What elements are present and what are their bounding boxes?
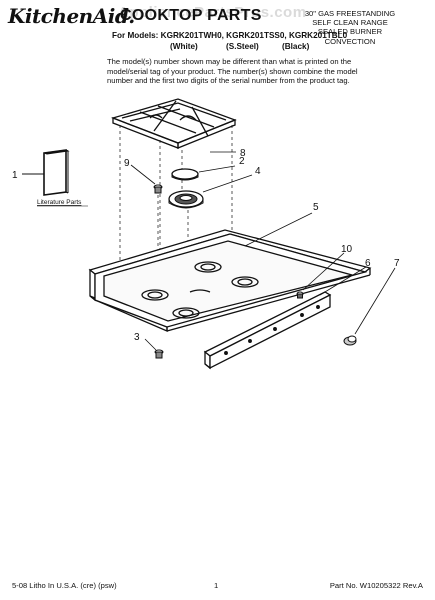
- screw-3[interactable]: [154, 349, 164, 359]
- note-line: number and the first two digits of the s…: [107, 76, 350, 86]
- leader-line: [144, 338, 157, 351]
- note-line: model/serial tag of your product. The nu…: [107, 66, 358, 76]
- footer-page-number: 1: [214, 581, 219, 590]
- description-line: 30" GAS FREESTANDING: [304, 9, 396, 18]
- burner-cap[interactable]: [171, 168, 199, 181]
- leader-line: [354, 267, 396, 335]
- cooktop[interactable]: [88, 229, 372, 332]
- watermark: AppliancePartsPros.com: [118, 4, 307, 21]
- callout-1: 1: [12, 170, 18, 181]
- literature-parts-label: Literature Parts: [37, 199, 82, 206]
- variant-steel: (S.Steel): [226, 42, 259, 51]
- burner-base[interactable]: [168, 190, 204, 209]
- footer-litho: 5-08 Litho In U.S.A. (cre) (psw): [12, 581, 117, 590]
- callout-7: 7: [394, 258, 400, 269]
- leader-line: [319, 266, 367, 296]
- callout-3: 3: [134, 332, 140, 343]
- callout-4: 4: [255, 166, 261, 177]
- screw[interactable]: [153, 184, 163, 194]
- literature-booklet[interactable]: [43, 149, 70, 196]
- leader-line: [130, 164, 156, 185]
- models-line: For Models: KGRK201TWH0, KGRK201TSS0, KG…: [112, 31, 348, 40]
- callout-10: 10: [341, 244, 353, 255]
- description-line: SELF CLEAN RANGE: [312, 18, 388, 28]
- model-note: The model(s) number shown may be differe…: [107, 57, 367, 86]
- control-panel[interactable]: [203, 291, 332, 370]
- callout-6: 6: [365, 258, 371, 269]
- description-line: CONVECTION: [324, 36, 376, 46]
- grate[interactable]: [110, 98, 237, 149]
- page-title: COOKTOP PARTS: [120, 7, 262, 24]
- note-line: The model(s) number shown may be differe…: [107, 57, 352, 66]
- variant-white: (White): [170, 42, 198, 51]
- leader-line: [202, 174, 253, 193]
- leader-line: [244, 212, 313, 247]
- callout-9: 9: [124, 158, 130, 169]
- footer-part-number: Part No. W10205322 Rev.A: [329, 581, 423, 590]
- variant-black: (Black): [282, 42, 310, 51]
- fastener[interactable]: [296, 291, 304, 299]
- callout-5: 5: [313, 202, 319, 213]
- brand-logo: KitchenAid.: [8, 4, 135, 28]
- description-line: SEALED BURNER: [317, 27, 383, 37]
- knob[interactable]: [343, 335, 357, 346]
- leader-line: [198, 165, 236, 173]
- product-description: 30" GAS FREESTANDING SELF CLEAN RANGE SE…: [295, 9, 405, 46]
- callout-8: 8: [240, 148, 246, 159]
- callout-2: 2: [239, 156, 245, 167]
- leader-line: [302, 252, 345, 291]
